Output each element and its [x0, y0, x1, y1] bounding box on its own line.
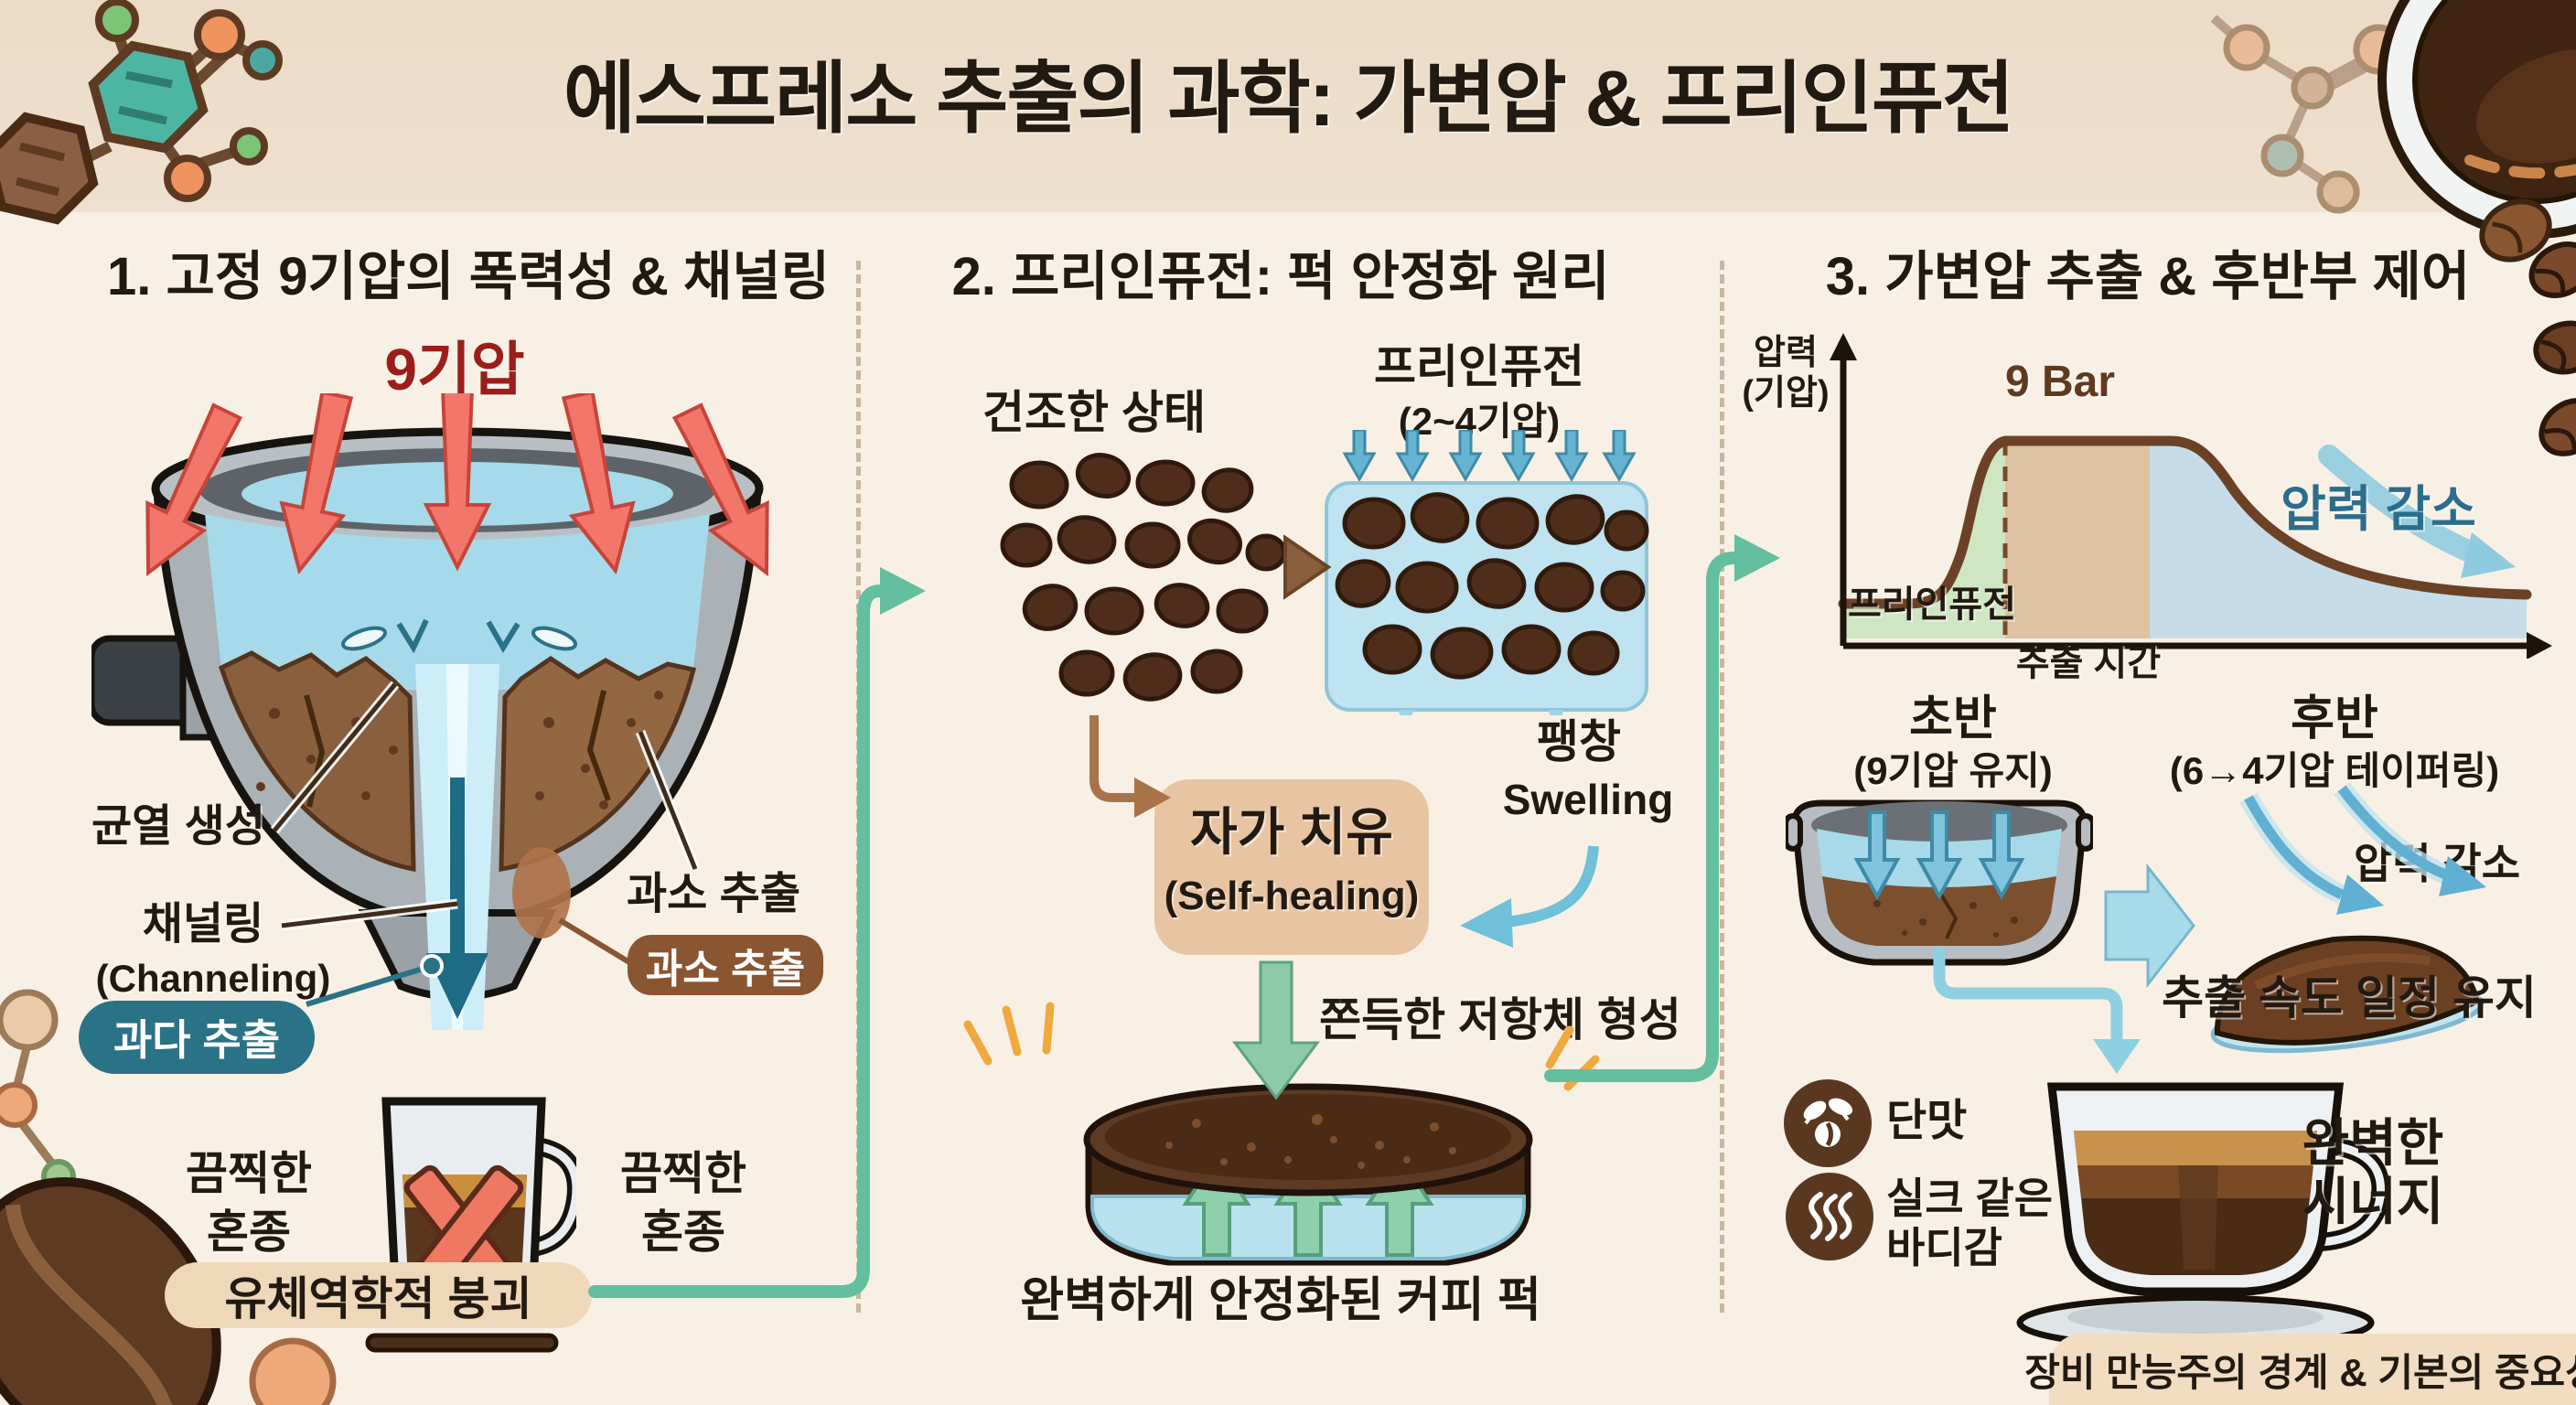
sweetness-icon — [1784, 1079, 1872, 1167]
early-phase-basket-illustration — [1786, 799, 2093, 966]
page-title: 에스프레소 추출의 과학: 가변압 & 프리인퓨전 — [563, 55, 2014, 143]
late-phase-label: 후반 — [2291, 692, 2378, 745]
footer-note-label: 장비 만능주의 경계 & 기본의 중요성 — [2024, 1350, 2576, 1394]
panel1-heading: 1. 고정 9기압의 폭력성 & 채널링 — [106, 247, 831, 306]
under-extraction-badge-label: 과소 추출 — [645, 947, 806, 992]
chart-pressure-drop-label: 압력 감소 — [2281, 482, 2476, 537]
dry-state-label: 건조한 상태 — [982, 387, 1206, 438]
sweetness-label: 단맛 — [1886, 1097, 1968, 1145]
coffee-cup-decoration-top-right — [2210, 0, 2576, 263]
hybrid-label-left-2: 혼종 — [207, 1207, 291, 1258]
nine-bar-pressure-arrows — [145, 393, 769, 577]
panel-divider-1 — [856, 261, 861, 1313]
self-healing-label-ko: 자가 치유 — [1190, 803, 1393, 861]
preinfusion-particles-illustration — [1325, 430, 1649, 715]
stabilized-puck-label: 완벽하게 안정화된 커피 퍽 — [1020, 1274, 1541, 1327]
hybrid-label-right-1: 끔찍한 — [620, 1148, 746, 1199]
panel-divider-2 — [1720, 261, 1724, 1313]
chart-y-axis-label-2: (기압) — [1742, 374, 1830, 413]
synergy-label-2: 시너지 — [2302, 1173, 2444, 1230]
preinfusion-label: 프리인퓨전 — [1374, 341, 1584, 392]
dry-particles-illustration — [1000, 453, 1287, 702]
silky-body-icon — [1786, 1173, 1873, 1260]
hybrid-label-left-1: 끔찍한 — [186, 1148, 312, 1199]
panel2-heading: 2. 프리인퓨전: 퍽 안정화 원리 — [951, 247, 1610, 306]
constant-flow-label: 추출 속도 일정 유지 — [2162, 972, 2537, 1024]
hydrodynamic-collapse-badge: 유체역학적 붕괴 — [165, 1262, 592, 1328]
over-extraction-badge: 과다 추출 — [79, 1001, 315, 1074]
stabilized-puck-illustration — [1083, 1083, 1533, 1266]
chart-y-axis-label-1: 압력 — [1754, 334, 1818, 372]
coffee-bean-decoration-bottom-left — [0, 989, 337, 1405]
early-phase-label: 초반 — [1909, 692, 1997, 745]
crack-label: 균열 생성 — [91, 802, 265, 851]
over-extraction-badge-label: 과다 추출 — [113, 1016, 281, 1064]
hydrodynamic-collapse-label: 유체역학적 붕괴 — [224, 1273, 532, 1325]
preinfusion-water-arrows — [1342, 430, 1637, 483]
swelling-label-ko: 팽창 — [1537, 716, 1621, 767]
molecule-decoration-top-left — [0, 0, 283, 225]
late-phase-sub-label: (6→4기압 테이퍼링) — [2169, 749, 2500, 792]
self-healing-box — [1154, 779, 1429, 955]
swelling-label-en: Swelling — [1502, 776, 1674, 823]
hybrid-label-right-2: 혼종 — [641, 1207, 725, 1258]
coffee-beans-decoration-right — [2528, 241, 2576, 456]
under-extraction-badge: 과소 추출 — [628, 935, 823, 995]
synergy-label-1: 완벽한 — [2302, 1114, 2444, 1172]
silky-body-label-2: 바디감 — [1886, 1224, 2002, 1271]
header-band — [0, 0, 2576, 212]
chart-x-axis-label: 추출 시간 — [2015, 643, 2162, 683]
silky-body-label-1: 실크 같은 — [1886, 1174, 2054, 1222]
pressure-profile-chart — [1830, 333, 2552, 659]
footer-note-box: 장비 만능주의 경계 & 기본의 중요성 — [2024, 1334, 2576, 1405]
chart-nine-bar-label: 9 Bar — [2004, 358, 2116, 406]
preinfusion-sub-label: (2~4기압) — [1398, 400, 1561, 443]
channeling-label-en: (Channeling) — [95, 957, 331, 1000]
late-phase-puck-illustration — [2210, 935, 2485, 1054]
early-phase-sub-label: (9기압 유지) — [1853, 749, 2053, 792]
panel1-pressure-label: 9기압 — [384, 337, 525, 402]
chart-preinfusion-label: 프리인퓨전 — [1848, 585, 2016, 625]
under-extraction-label: 과소 추출 — [627, 870, 800, 918]
perfect-espresso-cup-illustration — [2016, 1082, 2390, 1351]
channeling-label-ko: 채널링 — [142, 900, 264, 949]
panel3-heading: 3. 가변압 추출 & 후반부 제어 — [1825, 247, 2471, 306]
self-healing-label-en: (Self-healing) — [1164, 874, 1420, 918]
pressure-drop-label-2: 압력 감소 — [2353, 840, 2521, 887]
